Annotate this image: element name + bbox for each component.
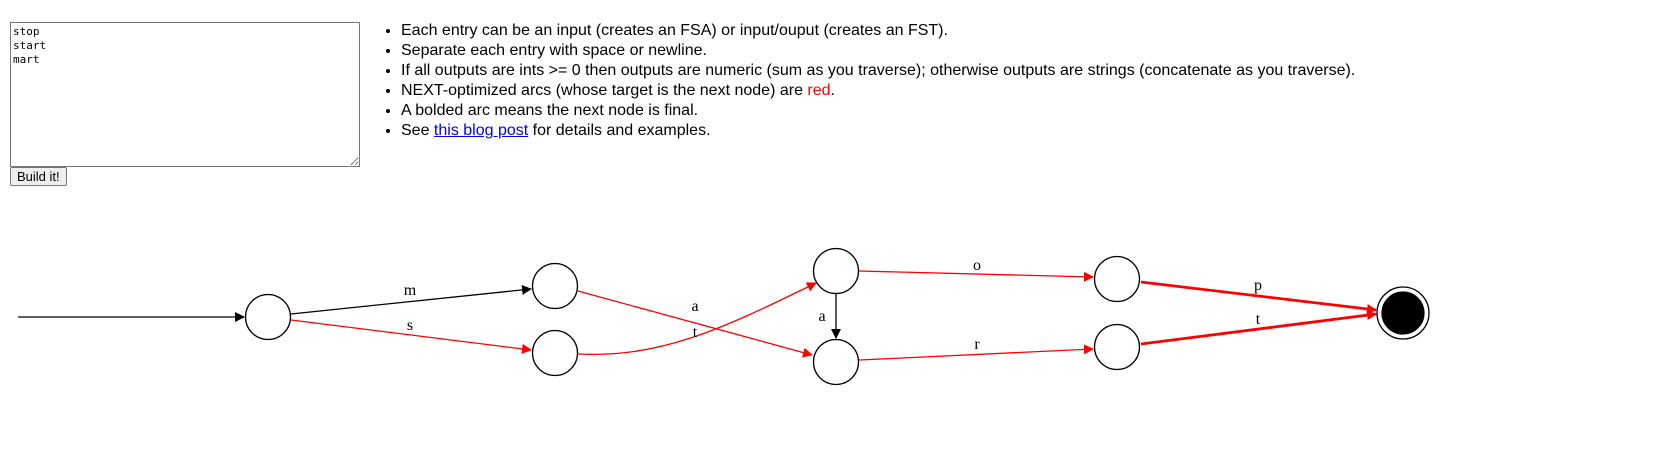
arc-m <box>290 284 532 315</box>
help-item-next-arcs-end: . <box>830 82 835 99</box>
help-item-input-types: Each entry can be an input (creates an F… <box>401 21 1355 41</box>
arc-label-o: o <box>973 257 981 274</box>
build-button[interactable]: Build it! <box>10 167 67 186</box>
arc-p-final <box>1140 280 1377 314</box>
arc-label-a-cross: a <box>691 298 698 315</box>
arc-t-final <box>1140 310 1377 346</box>
help-item-next-arcs-text: NEXT-optimized arcs (whose target is the… <box>401 82 808 99</box>
arc-label-a-down: a <box>818 308 825 325</box>
arc-label-t-curve: t <box>693 324 698 341</box>
arc-a-cross <box>577 290 813 358</box>
node-final <box>1381 291 1425 335</box>
arc-label-t-final: t <box>1256 311 1261 328</box>
arc-s <box>290 319 532 354</box>
help-item-blog-suffix: for details and examples. <box>528 122 711 139</box>
help-item-separator: Separate each entry with space or newlin… <box>401 41 1355 61</box>
help-list: Each entry can be an input (creates an F… <box>381 21 1355 141</box>
node-sto <box>1093 255 1141 303</box>
node-start <box>244 293 292 341</box>
node-mar <box>1093 323 1141 371</box>
blog-post-link[interactable]: this blog post <box>433 122 529 139</box>
arc-label-r: r <box>974 336 980 353</box>
help-item-blog-prefix: See <box>401 122 434 139</box>
help-item-next-arcs: NEXT-optimized arcs (whose target is the… <box>401 81 1355 101</box>
help-item-outputs: If all outputs are ints >= 0 then output… <box>401 61 1355 81</box>
entries-textarea[interactable] <box>10 22 360 167</box>
help-item-blog: See this blog post for details and examp… <box>401 121 1355 141</box>
help-item-red-word: red <box>807 82 831 99</box>
node-m <box>531 262 579 310</box>
node-st <box>812 247 860 295</box>
help-item-bold-arc: A bolded arc means the next node is fina… <box>401 101 1355 121</box>
arc-r <box>858 344 1094 361</box>
arc-label-s: s <box>407 317 413 334</box>
arc-o <box>858 270 1094 282</box>
arc-label-m: m <box>404 282 417 299</box>
arc-t-curve <box>577 282 817 356</box>
node-s <box>531 329 579 377</box>
node-ma <box>812 338 860 386</box>
arc-label-p: p <box>1254 277 1262 294</box>
